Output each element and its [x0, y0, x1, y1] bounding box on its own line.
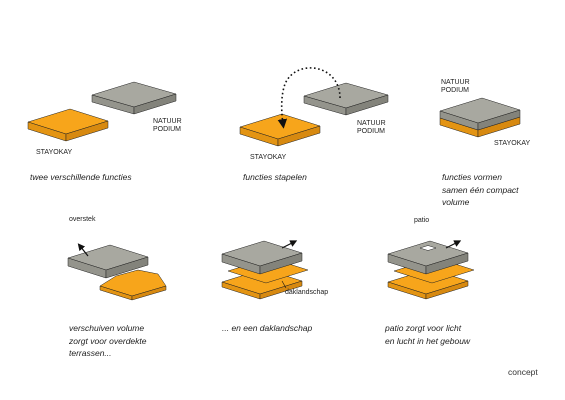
panel-1-two-functions — [27, 81, 177, 142]
label-podium: PODIUM — [153, 126, 181, 133]
caption-panel-6: patio zorgt voor licht en lucht in het g… — [385, 322, 470, 347]
label-natuur: NATUUR — [441, 79, 470, 86]
caption-panel-3: functies vormen samen één compact volume — [442, 171, 519, 209]
daklandschap-leader — [281, 280, 287, 289]
caption-panel-2: functies stapelen — [243, 172, 307, 182]
natuur-podium-block — [303, 82, 389, 116]
label-patio: patio — [414, 217, 430, 224]
caption-panel-1: twee verschillende functies — [30, 172, 132, 182]
panel-3-compact-volume — [439, 97, 521, 138]
panel-4-shifted-volume — [67, 243, 167, 301]
label-natuur: NATUUR — [153, 118, 182, 125]
natuur-podium-block — [91, 81, 177, 115]
label-overstek: overstek — [69, 216, 96, 223]
label-podium: PODIUM — [357, 128, 385, 135]
panel-6-patio — [387, 240, 475, 300]
caption-line: ... en een daklandschap — [222, 323, 313, 333]
caption-line: samen één compact — [442, 184, 519, 195]
caption-panel-5: ... en een daklandschap — [222, 322, 312, 335]
stayokay-block — [239, 113, 321, 147]
label-natuur: NATUUR — [357, 120, 386, 127]
stack-arrow — [277, 67, 341, 129]
patio-arrow — [445, 240, 462, 249]
caption-line: terrassen... — [69, 348, 112, 358]
concept-label: concept — [508, 367, 538, 377]
label-stayokay: STAYOKAY — [250, 154, 287, 161]
caption-panel-4: verschuiven volume zorgt voor overdekte … — [69, 322, 146, 360]
panel-2-stacking — [239, 67, 389, 147]
caption-line: zorgt voor overdekte — [69, 335, 147, 346]
label-stayokay: STAYOKAY — [494, 140, 531, 147]
label-daklandschap: daklandschap — [285, 289, 329, 296]
panel-5-roofscape — [221, 240, 309, 300]
caption-line: patio zorgt voor licht — [385, 323, 462, 333]
overstek-arrow — [77, 243, 89, 257]
roofscape-arrow — [281, 240, 298, 249]
caption-line: en lucht in het gebouw — [385, 335, 471, 346]
caption-line: verschuiven volume — [69, 323, 145, 333]
stayokay-block — [27, 108, 109, 142]
label-podium: PODIUM — [441, 87, 469, 94]
patio-opening — [419, 245, 437, 251]
caption-line: functies vormen — [442, 172, 502, 182]
caption-line: volume — [442, 197, 470, 207]
label-stayokay: STAYOKAY — [36, 149, 73, 156]
